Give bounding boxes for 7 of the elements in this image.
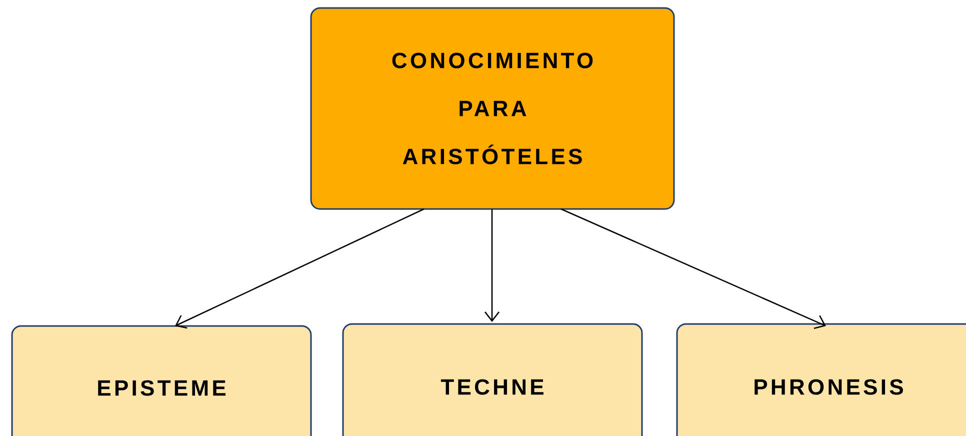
arrow	[175, 208, 424, 329]
category-box: EPISTEME	[11, 325, 312, 436]
category-box: PHRONESIS	[676, 323, 966, 436]
main-concept-box: CONOCIMIENTO PARA ARISTÓTELES	[310, 7, 675, 210]
arrow	[484, 209, 500, 322]
category-box: TECHNE	[342, 323, 643, 436]
arrow	[560, 208, 826, 329]
